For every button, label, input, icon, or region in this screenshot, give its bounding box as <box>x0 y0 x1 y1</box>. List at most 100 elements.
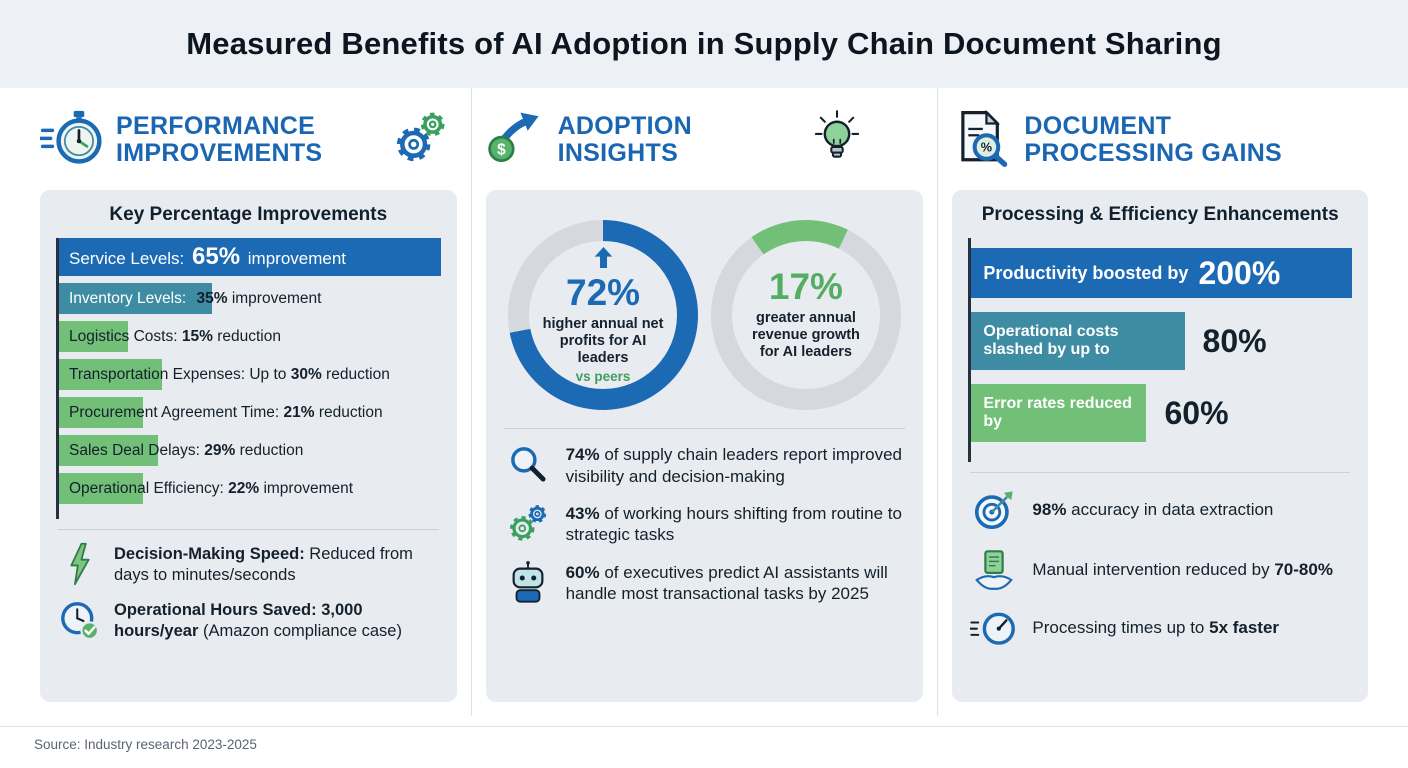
bar-value: 22% <box>228 479 260 497</box>
performance-title-line1: PERFORMANCE <box>116 111 316 140</box>
bar-value: 60% <box>1164 394 1229 431</box>
bar-row-transportation-expenses: Transportation Expenses: Up to 30% reduc… <box>59 359 441 390</box>
source-note: Source: Industry research 2023-2025 <box>34 737 257 752</box>
speedometer-icon <box>970 607 1018 649</box>
performance-title-line2: IMPROVEMENTS <box>116 139 323 167</box>
bar-row-operational-costs: Operational costs slashed by up to 80% <box>971 312 1352 370</box>
bar-label: Inventory Levels: <box>69 289 191 307</box>
fact-bold: 98% <box>1032 500 1067 520</box>
donut-percentage: 72% <box>566 271 641 313</box>
lightning-icon <box>58 542 102 586</box>
bar-suffix: reduction <box>212 327 281 345</box>
insight-rest: of supply chain leaders report improved … <box>565 445 902 486</box>
donut-charts: 72% higher annual net profits for AI lea… <box>502 220 908 410</box>
bar-label: Transportation Expenses: Up to <box>69 365 291 383</box>
fact-pre: Manual intervention reduced by <box>1032 560 1275 580</box>
note-rest: (Amazon compliance case) <box>198 622 402 641</box>
bar-row-inventory-levels: Inventory Levels: 35% improvement <box>59 283 441 314</box>
gears-small-icon <box>504 501 552 547</box>
bar-row-sales-deal-delays: Sales Deal Delays: 29% reduction <box>59 435 441 466</box>
svg-text:$: $ <box>497 141 506 158</box>
document-title-line2: PROCESSING GAINS <box>1024 139 1283 167</box>
donut-center: 72% higher annual net profits for AI lea… <box>529 241 678 389</box>
dollar-growth-icon: $ <box>486 109 544 172</box>
note-text: Operational Hours Saved: 3,000 hours/yea… <box>114 598 439 642</box>
bar-label: Service Levels: <box>69 249 189 268</box>
bar-label: Operational Efficiency: <box>69 479 229 497</box>
svg-text:%: % <box>981 140 992 154</box>
insight-text: 43% of working hours shifting from routi… <box>566 501 906 547</box>
processing-bar-chart: Productivity boosted by 200% Operational… <box>968 238 1352 462</box>
bar-row-service-levels: Service Levels: 65% improvement <box>59 238 441 276</box>
note-bold: Decision-Making Speed: <box>114 545 305 563</box>
document-card-title: Processing & Efficiency Enhancements <box>981 204 1339 225</box>
fact-text: Processing times up to 5x faster <box>1032 617 1279 639</box>
note-text: Decision-Making Speed: Reduced from days… <box>114 542 439 586</box>
net-profits-donut: 72% higher annual net profits for AI lea… <box>508 220 699 410</box>
document-title: DOCUMENT PROCESSING GAINS <box>1024 112 1283 168</box>
donut-sublabel: vs peers <box>575 369 631 385</box>
performance-title: PERFORMANCE IMPROVEMENTS <box>116 111 323 168</box>
note-bold: Operational Hours Saved: 3,000 hours/yea… <box>114 601 363 641</box>
performance-column: PERFORMANCE IMPROVEMENTS Key Percentage <box>26 88 471 716</box>
bar-value: 29% <box>204 441 236 459</box>
bar-text: Transportation Expenses: Up to 30% reduc… <box>59 366 390 384</box>
bar-text: Sales Deal Delays: 29% reduction <box>59 442 303 460</box>
bar-suffix: reduction <box>321 365 390 383</box>
donut-label: greater annual revenue growth for AI lea… <box>751 310 860 361</box>
insight-bold: 74% <box>565 445 600 464</box>
bar-sales-deal-delays <box>59 435 159 466</box>
header-band: Measured Benefits of AI Adoption in Supp… <box>0 0 1408 88</box>
insight-rest: of executives predict AI assistants will… <box>565 562 888 604</box>
bar-row-logistics-costs: Logistics Costs: 15% reduction <box>59 321 441 352</box>
card-divider <box>58 529 439 530</box>
magnifier-icon <box>504 442 552 486</box>
revenue-growth-donut: 17% greater annual revenue growth for AI… <box>710 220 901 410</box>
insight-bold: 60% <box>565 562 600 582</box>
card-divider <box>503 428 906 429</box>
note-rest: Reduced from days to minutes/seconds <box>114 545 413 585</box>
insight-ai-assistants: 60% of executives predict AI assistants … <box>504 560 906 606</box>
insight-working-hours: 43% of working hours shifting from routi… <box>504 501 906 547</box>
bar-operational-efficiency <box>59 473 143 504</box>
bar-value: 21% <box>283 403 315 421</box>
stopwatch-icon <box>39 109 102 171</box>
insight-bold: 43% <box>565 503 600 523</box>
fact-rest: accuracy in data extraction <box>1066 500 1274 520</box>
bar-row-error-rates: Error rates reduced by 60% <box>971 384 1352 442</box>
adoption-header: $ ADOPTION INSIGHTS <box>486 94 924 186</box>
bar-label: Logistics Costs: <box>69 327 182 345</box>
bar-value: 35% <box>196 289 228 307</box>
bar-text: Operational Efficiency: 22% improvement <box>59 480 353 498</box>
bar-procurement-agreement-time <box>59 397 143 428</box>
bar-suffix: improvement <box>227 289 322 307</box>
bar-label: Error rates reduced by <box>983 394 1132 430</box>
bar-value: 15% <box>181 327 213 345</box>
bar-inventory-levels <box>59 283 212 314</box>
donut-center: 17% greater annual revenue growth for AI… <box>731 241 880 389</box>
bar-row-productivity: Productivity boosted by 200% <box>971 248 1352 298</box>
lightbulb-icon <box>811 109 863 172</box>
performance-card-title: Key Percentage Improvements <box>109 204 388 225</box>
target-icon <box>970 487 1018 533</box>
bar-operational-costs: Operational costs slashed by up to <box>971 312 1185 370</box>
bar-suffix: improvement <box>243 249 347 268</box>
donut-percentage: 17% <box>768 266 843 308</box>
performance-header: PERFORMANCE IMPROVEMENTS <box>39 94 457 186</box>
insight-rest: of working hours shifting from routine t… <box>565 503 902 545</box>
clock-check-icon <box>58 598 102 644</box>
fact-text: Manual intervention reduced by 70-80% <box>1032 559 1333 581</box>
up-arrow-icon <box>593 246 614 274</box>
document-column: % DOCUMENT PROCESSING GAINS Processing &… <box>937 88 1382 716</box>
adoption-card: 72% higher annual net profits for AI lea… <box>485 190 924 702</box>
fact-manual-intervention: Manual intervention reduced by 70-80% <box>970 547 1350 593</box>
bar-text: Service Levels: 65% improvement <box>59 243 346 271</box>
bar-text: Inventory Levels: 35% improvement <box>59 290 321 308</box>
bar-value: 80% <box>1202 322 1267 359</box>
adoption-title-line1: ADOPTION <box>557 111 692 140</box>
page-title: Measured Benefits of AI Adoption in Supp… <box>186 26 1222 61</box>
adoption-column: $ ADOPTION INSIGHTS <box>470 88 938 716</box>
fact-text: 98% accuracy in data extraction <box>1032 499 1273 521</box>
fact-processing-times: Processing times up to 5x faster <box>970 607 1350 649</box>
bar-value: 65% <box>192 243 241 270</box>
